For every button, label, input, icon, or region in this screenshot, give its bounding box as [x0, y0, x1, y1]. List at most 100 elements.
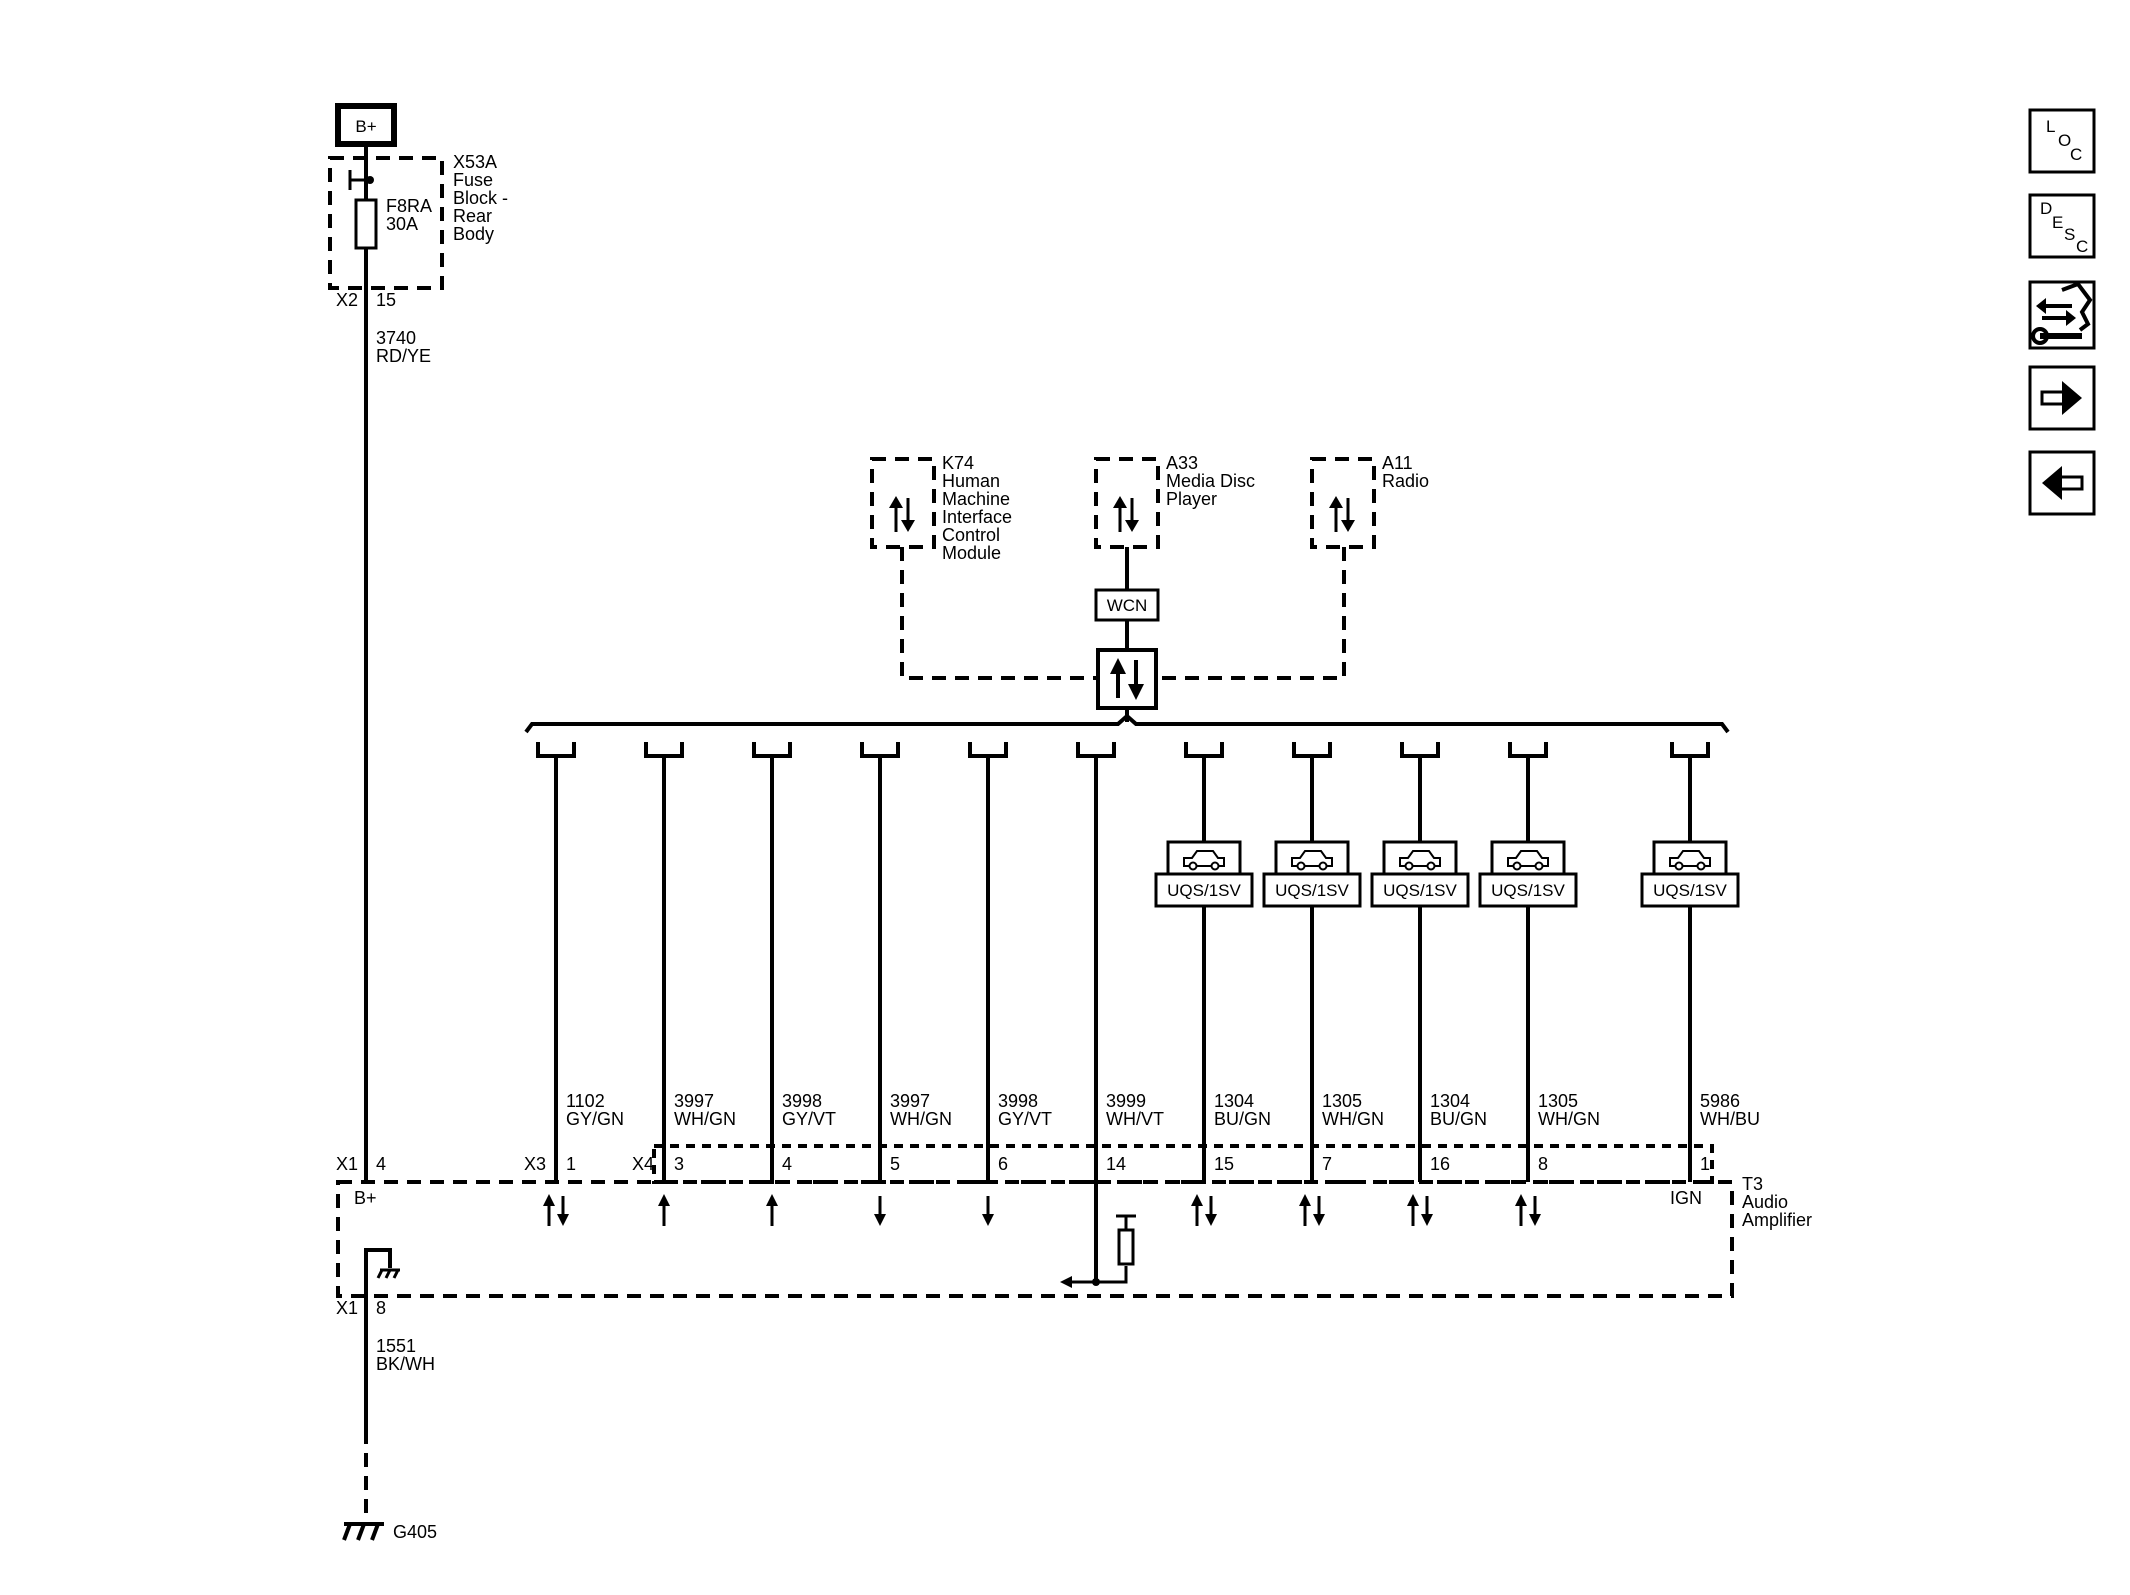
wire-color: WH/GN: [890, 1109, 952, 1129]
wire-color: GY/VT: [998, 1109, 1052, 1129]
car-icon: [1399, 850, 1441, 871]
fuse-block-name-3: Rear: [453, 206, 492, 226]
nav-loc-button[interactable]: L O C: [2028, 108, 2096, 174]
amplifier-bplus-label: B+: [354, 1188, 377, 1208]
signal-direction-icon: [1299, 1194, 1325, 1226]
battery-label: B+: [355, 117, 376, 136]
wire-color: GY/VT: [782, 1109, 836, 1129]
option-label: UQS/1SV: [1167, 881, 1241, 900]
bus-tap: [860, 742, 900, 758]
signal-direction-icon: [1407, 1194, 1433, 1226]
nav-loc-letter-0: L: [2046, 117, 2055, 136]
wire-circuit: 3997: [674, 1091, 714, 1111]
module-k74-line-2: Machine: [942, 489, 1010, 509]
arrow-left-icon: [2042, 466, 2084, 500]
nav-loc-letter-1: O: [2058, 131, 2071, 150]
connector-label: X3: [524, 1154, 546, 1174]
battery-source: B+: [335, 103, 397, 147]
bus-tap: [1400, 742, 1440, 758]
signal-direction-icon: [1191, 1194, 1217, 1226]
option-label: UQS/1SV: [1275, 881, 1349, 900]
amplifier-name-0: T3: [1742, 1174, 1763, 1194]
bus-bracket: [524, 713, 1730, 734]
wire-circuit: 1304: [1430, 1091, 1470, 1111]
nav-prev-button[interactable]: [2028, 450, 2096, 516]
module-k74: K74 Human Machine Interface Control Modu…: [870, 453, 1012, 563]
nav-desc-letter-1: E: [2052, 213, 2063, 232]
wire-color: WH/GN: [1538, 1109, 1600, 1129]
fuse-block-name-1: Fuse: [453, 170, 493, 190]
signal-direction-icon: [1060, 1214, 1136, 1288]
nav-loc-letter-2: C: [2070, 145, 2082, 164]
pin-label: 5: [890, 1154, 900, 1174]
fuse-icon: [354, 198, 378, 250]
module-k74-line-5: Module: [942, 543, 1001, 563]
wire-circuit: 3998: [782, 1091, 822, 1111]
option-box: UQS/1SV: [1478, 840, 1578, 908]
pin-label: 4: [782, 1154, 792, 1174]
signal-direction-icon: [982, 1196, 994, 1226]
wire-color: WH/VT: [1106, 1109, 1164, 1129]
wcn-box: WCN: [1094, 588, 1160, 622]
signal-direction-icon: [658, 1194, 670, 1226]
pin-label: 1: [566, 1154, 576, 1174]
module-a33-line-1: Media Disc: [1166, 471, 1255, 491]
nav-next-button[interactable]: [2028, 365, 2096, 431]
wire-circuit: 1305: [1322, 1091, 1362, 1111]
gateway-arrow-icon: [1096, 648, 1158, 710]
bidirectional-arrow-icon: [1329, 496, 1355, 532]
wire-circuit: 3997: [890, 1091, 930, 1111]
amplifier-name-1: Audio: [1742, 1192, 1788, 1212]
pin-label: 6: [998, 1154, 1008, 1174]
bus-tap: [1292, 742, 1332, 758]
wire-circuit: 3998: [998, 1091, 1038, 1111]
option-box: UQS/1SV: [1154, 840, 1254, 908]
module-k74-line-1: Human: [942, 471, 1000, 491]
bidirectional-arrow-icon: [1113, 496, 1139, 532]
car-icon: [1669, 850, 1711, 871]
nav-desc-letter-0: D: [2040, 199, 2052, 218]
option-box: UQS/1SV: [1640, 840, 1740, 908]
amplifier-ground-pin: 8: [376, 1298, 386, 1318]
bus-tap: [1076, 742, 1116, 758]
connector-wrench-icon[interactable]: [2028, 280, 2096, 350]
pin-label: 14: [1106, 1154, 1126, 1174]
ground-wire: 1551 BK/WH G405: [342, 1296, 437, 1542]
amplifier-bplus-connector: X1: [336, 1154, 358, 1174]
wire-color: WH/BU: [1700, 1109, 1760, 1129]
pin-label: 16: [1430, 1154, 1450, 1174]
amplifier-name-2: Amplifier: [1742, 1210, 1812, 1230]
option-box: UQS/1SV: [1370, 840, 1470, 908]
wire-color: WH/GN: [674, 1109, 736, 1129]
option-label: UQS/1SV: [1383, 881, 1457, 900]
nav-desc-button[interactable]: D E S C: [2028, 193, 2096, 259]
wire-circuit: 1102: [566, 1091, 605, 1111]
fuse-block-name-0: X53A: [453, 152, 497, 172]
car-icon: [1183, 850, 1225, 871]
amplifier-ign-label: IGN: [1670, 1188, 1702, 1208]
module-k74-line-3: Interface: [942, 507, 1012, 527]
pin-label: 15: [1214, 1154, 1234, 1174]
wire-color: GY/GN: [566, 1109, 624, 1129]
wire-color: BU/GN: [1430, 1109, 1487, 1129]
bus-tap: [968, 742, 1008, 758]
bidirectional-arrow-icon: [889, 496, 915, 532]
module-a33-line-2: Player: [1166, 489, 1217, 509]
wires-layer: 1102GY/GN1X33997WH/GN3X43998GY/VT43997WH…: [524, 742, 1760, 1288]
option-label: UQS/1SV: [1653, 881, 1727, 900]
fuse-name: F8RA: [386, 196, 432, 216]
module-a33: A33 Media Disc Player: [1094, 453, 1255, 549]
chassis-ground-icon: [364, 1248, 400, 1296]
signal-direction-icon: [543, 1194, 569, 1226]
ground-label: G405: [393, 1522, 437, 1542]
bus-tap: [1508, 742, 1548, 758]
car-icon: [1291, 850, 1333, 871]
nav-desc-letter-3: C: [2076, 237, 2088, 256]
